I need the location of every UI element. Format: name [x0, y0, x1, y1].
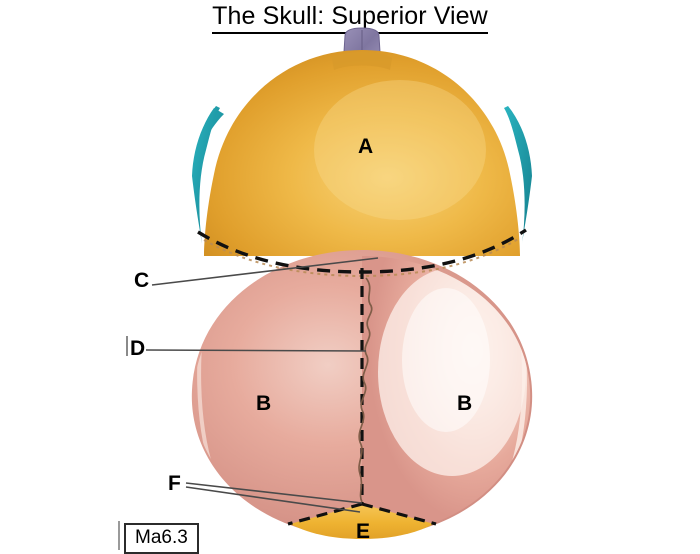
- label-f: F: [168, 472, 181, 495]
- label-d: D: [130, 337, 146, 360]
- sagittal-suture: [358, 268, 373, 505]
- leader-line-f-upper: [185, 482, 363, 504]
- leader-line-d: [145, 349, 367, 352]
- leader-lines: [145, 257, 379, 513]
- plate-code-tick: [118, 521, 120, 550]
- label-b-right: B: [457, 392, 473, 415]
- text-caret-marker: [126, 336, 128, 356]
- lateral-wing-right: [504, 106, 532, 244]
- label-a: A: [358, 135, 374, 158]
- label-c: C: [134, 269, 150, 292]
- parietal-bones: [191, 250, 533, 538]
- label-b-left: B: [256, 392, 272, 415]
- leader-line-c: [151, 257, 379, 286]
- lambdoid-suture: [287, 502, 437, 526]
- leader-line-f-lower: [185, 486, 361, 513]
- plate-code-box: Ma6.3: [124, 523, 199, 554]
- frontal-bone: [204, 50, 520, 256]
- label-e: E: [356, 520, 371, 543]
- occipital-bone: [290, 504, 434, 539]
- lateral-wing-left: [192, 106, 224, 244]
